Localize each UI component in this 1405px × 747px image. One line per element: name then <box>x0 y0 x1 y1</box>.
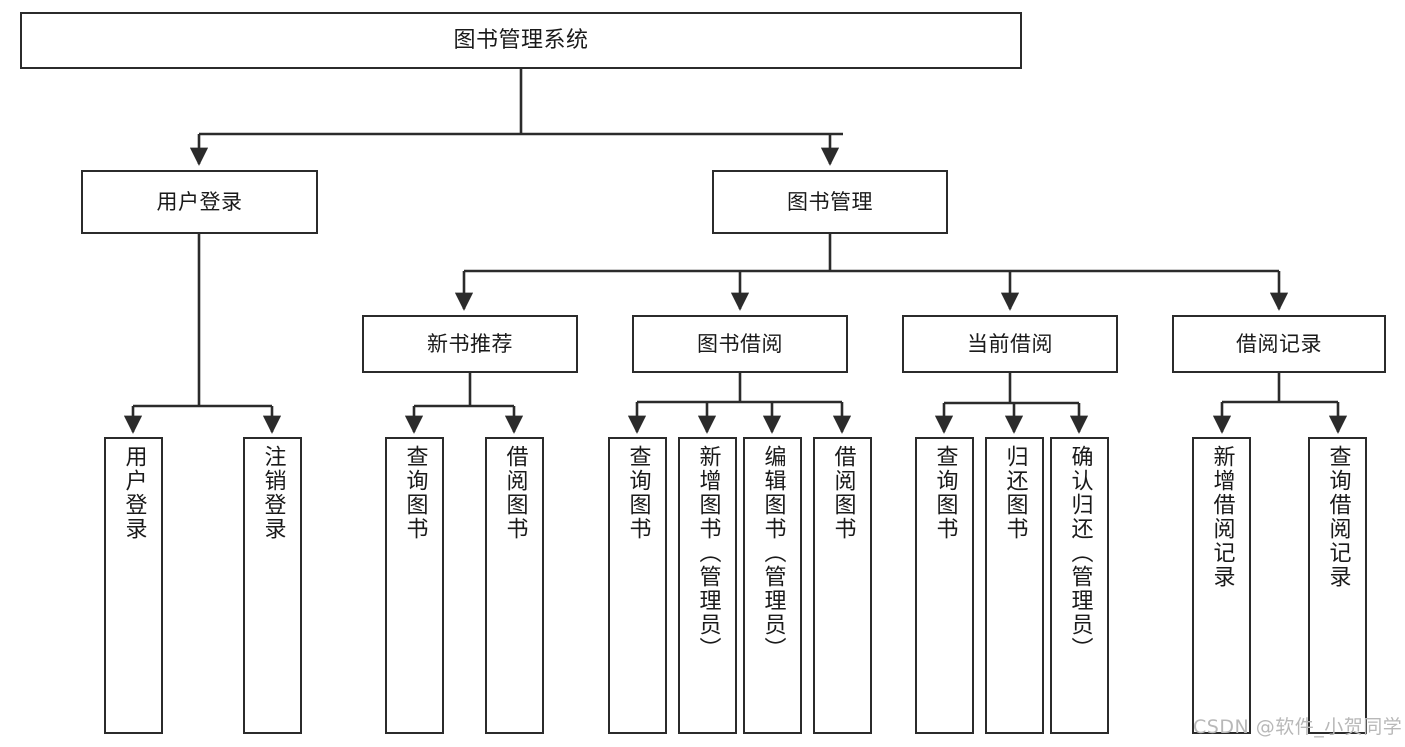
node-label: 图书借阅 <box>697 331 783 356</box>
node-label: 注销登录 <box>260 445 286 541</box>
node-label: 新增借阅记录 <box>1209 445 1235 589</box>
node-borrow-record[interactable]: 借阅记录 <box>1172 315 1386 373</box>
node-leaf-query-book-current[interactable]: 查询图书 <box>915 437 974 734</box>
node-leaf-query-book-borrow[interactable]: 查询图书 <box>608 437 667 734</box>
node-leaf-user-login[interactable]: 用户登录 <box>104 437 163 734</box>
node-label: 新书推荐 <box>427 331 513 356</box>
node-label: 借阅记录 <box>1236 331 1322 356</box>
node-new-book-recommend[interactable]: 新书推荐 <box>362 315 578 373</box>
node-label: 查询借阅记录 <box>1325 445 1351 589</box>
node-label: 用户登录 <box>156 189 243 214</box>
node-current-borrow[interactable]: 当前借阅 <box>902 315 1118 373</box>
node-book-borrow[interactable]: 图书借阅 <box>632 315 848 373</box>
node-leaf-query-borrow-record[interactable]: 查询借阅记录 <box>1308 437 1367 734</box>
node-label: 编辑图书（管理员） <box>760 445 786 661</box>
node-label: 借阅图书 <box>502 445 528 541</box>
node-label: 确认归还（管理员） <box>1067 445 1093 661</box>
node-label: 查询图书 <box>402 445 428 541</box>
node-leaf-borrow-book[interactable]: 借阅图书 <box>813 437 872 734</box>
node-label: 查询图书 <box>625 445 651 541</box>
node-label: 查询图书 <box>932 445 958 541</box>
node-label: 当前借阅 <box>967 331 1053 356</box>
node-label: 新增图书（管理员） <box>695 445 721 661</box>
node-leaf-logout[interactable]: 注销登录 <box>243 437 302 734</box>
node-root-system[interactable]: 图书管理系统 <box>20 12 1022 69</box>
node-label: 借阅图书 <box>830 445 856 541</box>
node-label: 图书管理系统 <box>453 27 589 53</box>
node-user-login[interactable]: 用户登录 <box>81 170 318 234</box>
node-leaf-query-book-recommend[interactable]: 查询图书 <box>385 437 444 734</box>
node-label: 图书管理 <box>787 189 873 214</box>
node-book-management[interactable]: 图书管理 <box>712 170 948 234</box>
node-label: 归还图书 <box>1002 445 1028 541</box>
node-leaf-confirm-return-admin[interactable]: 确认归还（管理员） <box>1050 437 1109 734</box>
csdn-watermark: CSDN @软件_小贺同学 <box>1193 716 1403 738</box>
node-label: 用户登录 <box>121 445 147 541</box>
node-leaf-edit-book-admin[interactable]: 编辑图书（管理员） <box>743 437 802 734</box>
node-leaf-borrow-book-recommend[interactable]: 借阅图书 <box>485 437 544 734</box>
node-leaf-add-borrow-record[interactable]: 新增借阅记录 <box>1192 437 1251 734</box>
node-leaf-return-book[interactable]: 归还图书 <box>985 437 1044 734</box>
node-leaf-add-book-admin[interactable]: 新增图书（管理员） <box>678 437 737 734</box>
